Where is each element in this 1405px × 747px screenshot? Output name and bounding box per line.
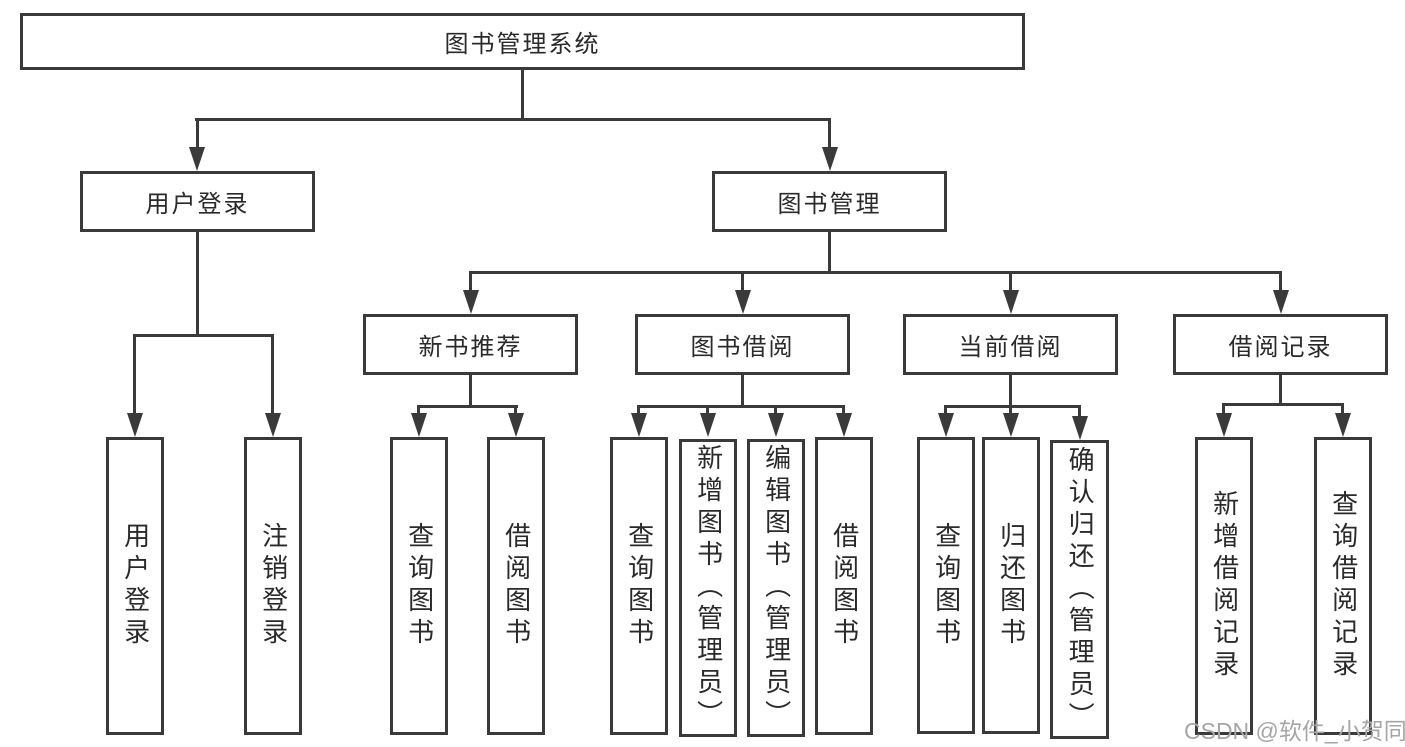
node-user-login-label: 用户登录	[145, 191, 250, 218]
leaf-user-login-label: 用户登录	[120, 522, 151, 650]
leaf-logout: 注销登录	[244, 437, 302, 735]
connector-bookmgmt-drop-2	[741, 271, 744, 292]
arrow-to-cb-confirm	[1071, 416, 1088, 440]
connector-currentborrow-stem	[1009, 375, 1012, 408]
arrow-to-user-login	[189, 147, 205, 171]
node-library-system-label: 图书管理系统	[444, 31, 601, 58]
connector-currentborrow-drop-2	[1009, 405, 1012, 415]
leaf-add-borrow-record-label: 新增借阅记录	[1209, 490, 1240, 682]
leaf-add-books-admin-label: 新增图书（管理员）	[693, 444, 724, 732]
arrow-to-new-book	[462, 290, 479, 314]
connector-bookborrow-branch	[637, 405, 845, 408]
node-book-mgmt-label: 图书管理	[777, 191, 882, 218]
node-book-borrow-label: 图书借阅	[690, 334, 795, 361]
arrow-to-nb-query	[410, 413, 427, 437]
connector-root-drop-left	[195, 118, 199, 149]
connector-borrowrec-branch	[1222, 403, 1344, 406]
connector-root-stem	[521, 70, 524, 120]
node-book-mgmt: 图书管理	[712, 171, 947, 232]
arrow-to-br-query	[1334, 413, 1351, 437]
connector-bookborrow-drop-4	[842, 405, 845, 415]
leaf-borrow-books: 借阅图书	[815, 437, 873, 735]
arrow-to-bb-edit	[767, 413, 784, 437]
connector-bookmgmt-branch	[469, 271, 1282, 274]
arrow-to-leaf-user-login	[126, 413, 143, 437]
connector-root-drop-right	[828, 118, 831, 149]
leaf-borrow-books-label: 借阅图书	[829, 522, 860, 650]
connector-newbook-stem	[469, 375, 472, 408]
leaf-edit-books-admin-label: 编辑图书（管理员）	[761, 444, 792, 732]
node-library-system: 图书管理系统	[20, 13, 1025, 70]
leaf-borrow-query-books: 查询图书	[610, 437, 668, 735]
connector-userlogin-drop-2	[271, 334, 274, 415]
connector-userlogin-stem	[196, 232, 199, 336]
arrow-to-cb-return	[1002, 413, 1019, 437]
connector-currentborrow-branch	[944, 405, 1081, 408]
node-borrow-records: 借阅记录	[1173, 314, 1388, 375]
connector-userlogin-branch	[133, 334, 274, 337]
leaf-newbook-borrow-books-label: 借阅图书	[501, 522, 532, 650]
connector-bookborrow-drop-3	[774, 405, 777, 415]
node-current-borrow: 当前借阅	[903, 314, 1118, 375]
leaf-confirm-return-admin-label: 确认归还（管理员）	[1065, 445, 1096, 734]
connector-bookborrow-drop-2	[706, 405, 709, 415]
arrow-to-bb-borrow	[835, 413, 852, 437]
arrow-to-current-borrow	[1002, 290, 1019, 314]
node-new-book-label: 新书推荐	[418, 334, 523, 361]
connector-bookmgmt-stem	[828, 232, 831, 274]
arrow-to-borrow-records	[1272, 290, 1289, 314]
connector-root-branch	[195, 118, 831, 121]
leaf-query-borrow-record-label: 查询借阅记录	[1328, 490, 1359, 682]
connector-borrowrec-stem	[1279, 375, 1282, 406]
leaf-newbook-query-books-label: 查询图书	[404, 522, 435, 650]
leaf-add-books-admin: 新增图书（管理员）	[679, 439, 737, 737]
connector-currentborrow-drop-1	[944, 405, 947, 415]
leaf-current-query-books: 查询图书	[917, 437, 975, 734]
leaf-edit-books-admin: 编辑图书（管理员）	[747, 439, 805, 737]
arrow-to-bb-query	[630, 413, 647, 437]
leaf-newbook-query-books: 查询图书	[390, 437, 448, 735]
arrow-to-cb-query	[937, 413, 954, 437]
connector-borrowrec-drop-2	[1341, 403, 1344, 415]
arrow-to-book-borrow	[734, 290, 751, 314]
connector-bookmgmt-drop-4	[1279, 271, 1282, 292]
leaf-add-borrow-record: 新增借阅记录	[1195, 437, 1253, 735]
node-borrow-records-label: 借阅记录	[1228, 334, 1333, 361]
connector-newbook-drop-1	[417, 405, 420, 415]
leaf-confirm-return-admin: 确认归还（管理员）	[1050, 440, 1109, 739]
leaf-user-login: 用户登录	[106, 437, 164, 735]
leaf-return-books-label: 归还图书	[996, 521, 1027, 650]
leaf-newbook-borrow-books: 借阅图书	[487, 437, 545, 735]
node-user-login: 用户登录	[80, 171, 315, 232]
connector-newbook-drop-2	[514, 405, 517, 415]
node-book-borrow: 图书借阅	[635, 314, 850, 375]
leaf-current-query-books-label: 查询图书	[931, 521, 962, 650]
connector-bookborrow-stem	[741, 375, 744, 408]
csdn-watermark: CSDN @软件_小贺同学	[1184, 718, 1405, 744]
connector-bookmgmt-drop-1	[469, 271, 472, 292]
node-new-book-recommend: 新书推荐	[363, 314, 578, 375]
arrow-to-book-mgmt	[821, 147, 838, 171]
connector-bookborrow-drop-1	[637, 405, 640, 415]
leaf-return-books: 归还图书	[982, 437, 1040, 734]
arrow-to-nb-borrow	[507, 413, 524, 437]
leaf-query-borrow-record: 查询借阅记录	[1314, 437, 1372, 735]
connector-newbook-branch	[417, 405, 518, 408]
connector-borrowrec-drop-1	[1222, 403, 1225, 415]
arrow-to-bb-add	[699, 413, 716, 437]
connector-bookmgmt-drop-3	[1009, 271, 1012, 292]
connector-currentborrow-drop-3	[1078, 405, 1081, 418]
node-current-borrow-label: 当前借阅	[958, 334, 1063, 361]
connector-userlogin-drop-1	[133, 334, 136, 415]
arrow-to-br-add	[1215, 413, 1232, 437]
leaf-borrow-query-books-label: 查询图书	[624, 522, 655, 650]
arrow-to-leaf-logout	[264, 413, 281, 437]
leaf-logout-label: 注销登录	[258, 522, 289, 650]
